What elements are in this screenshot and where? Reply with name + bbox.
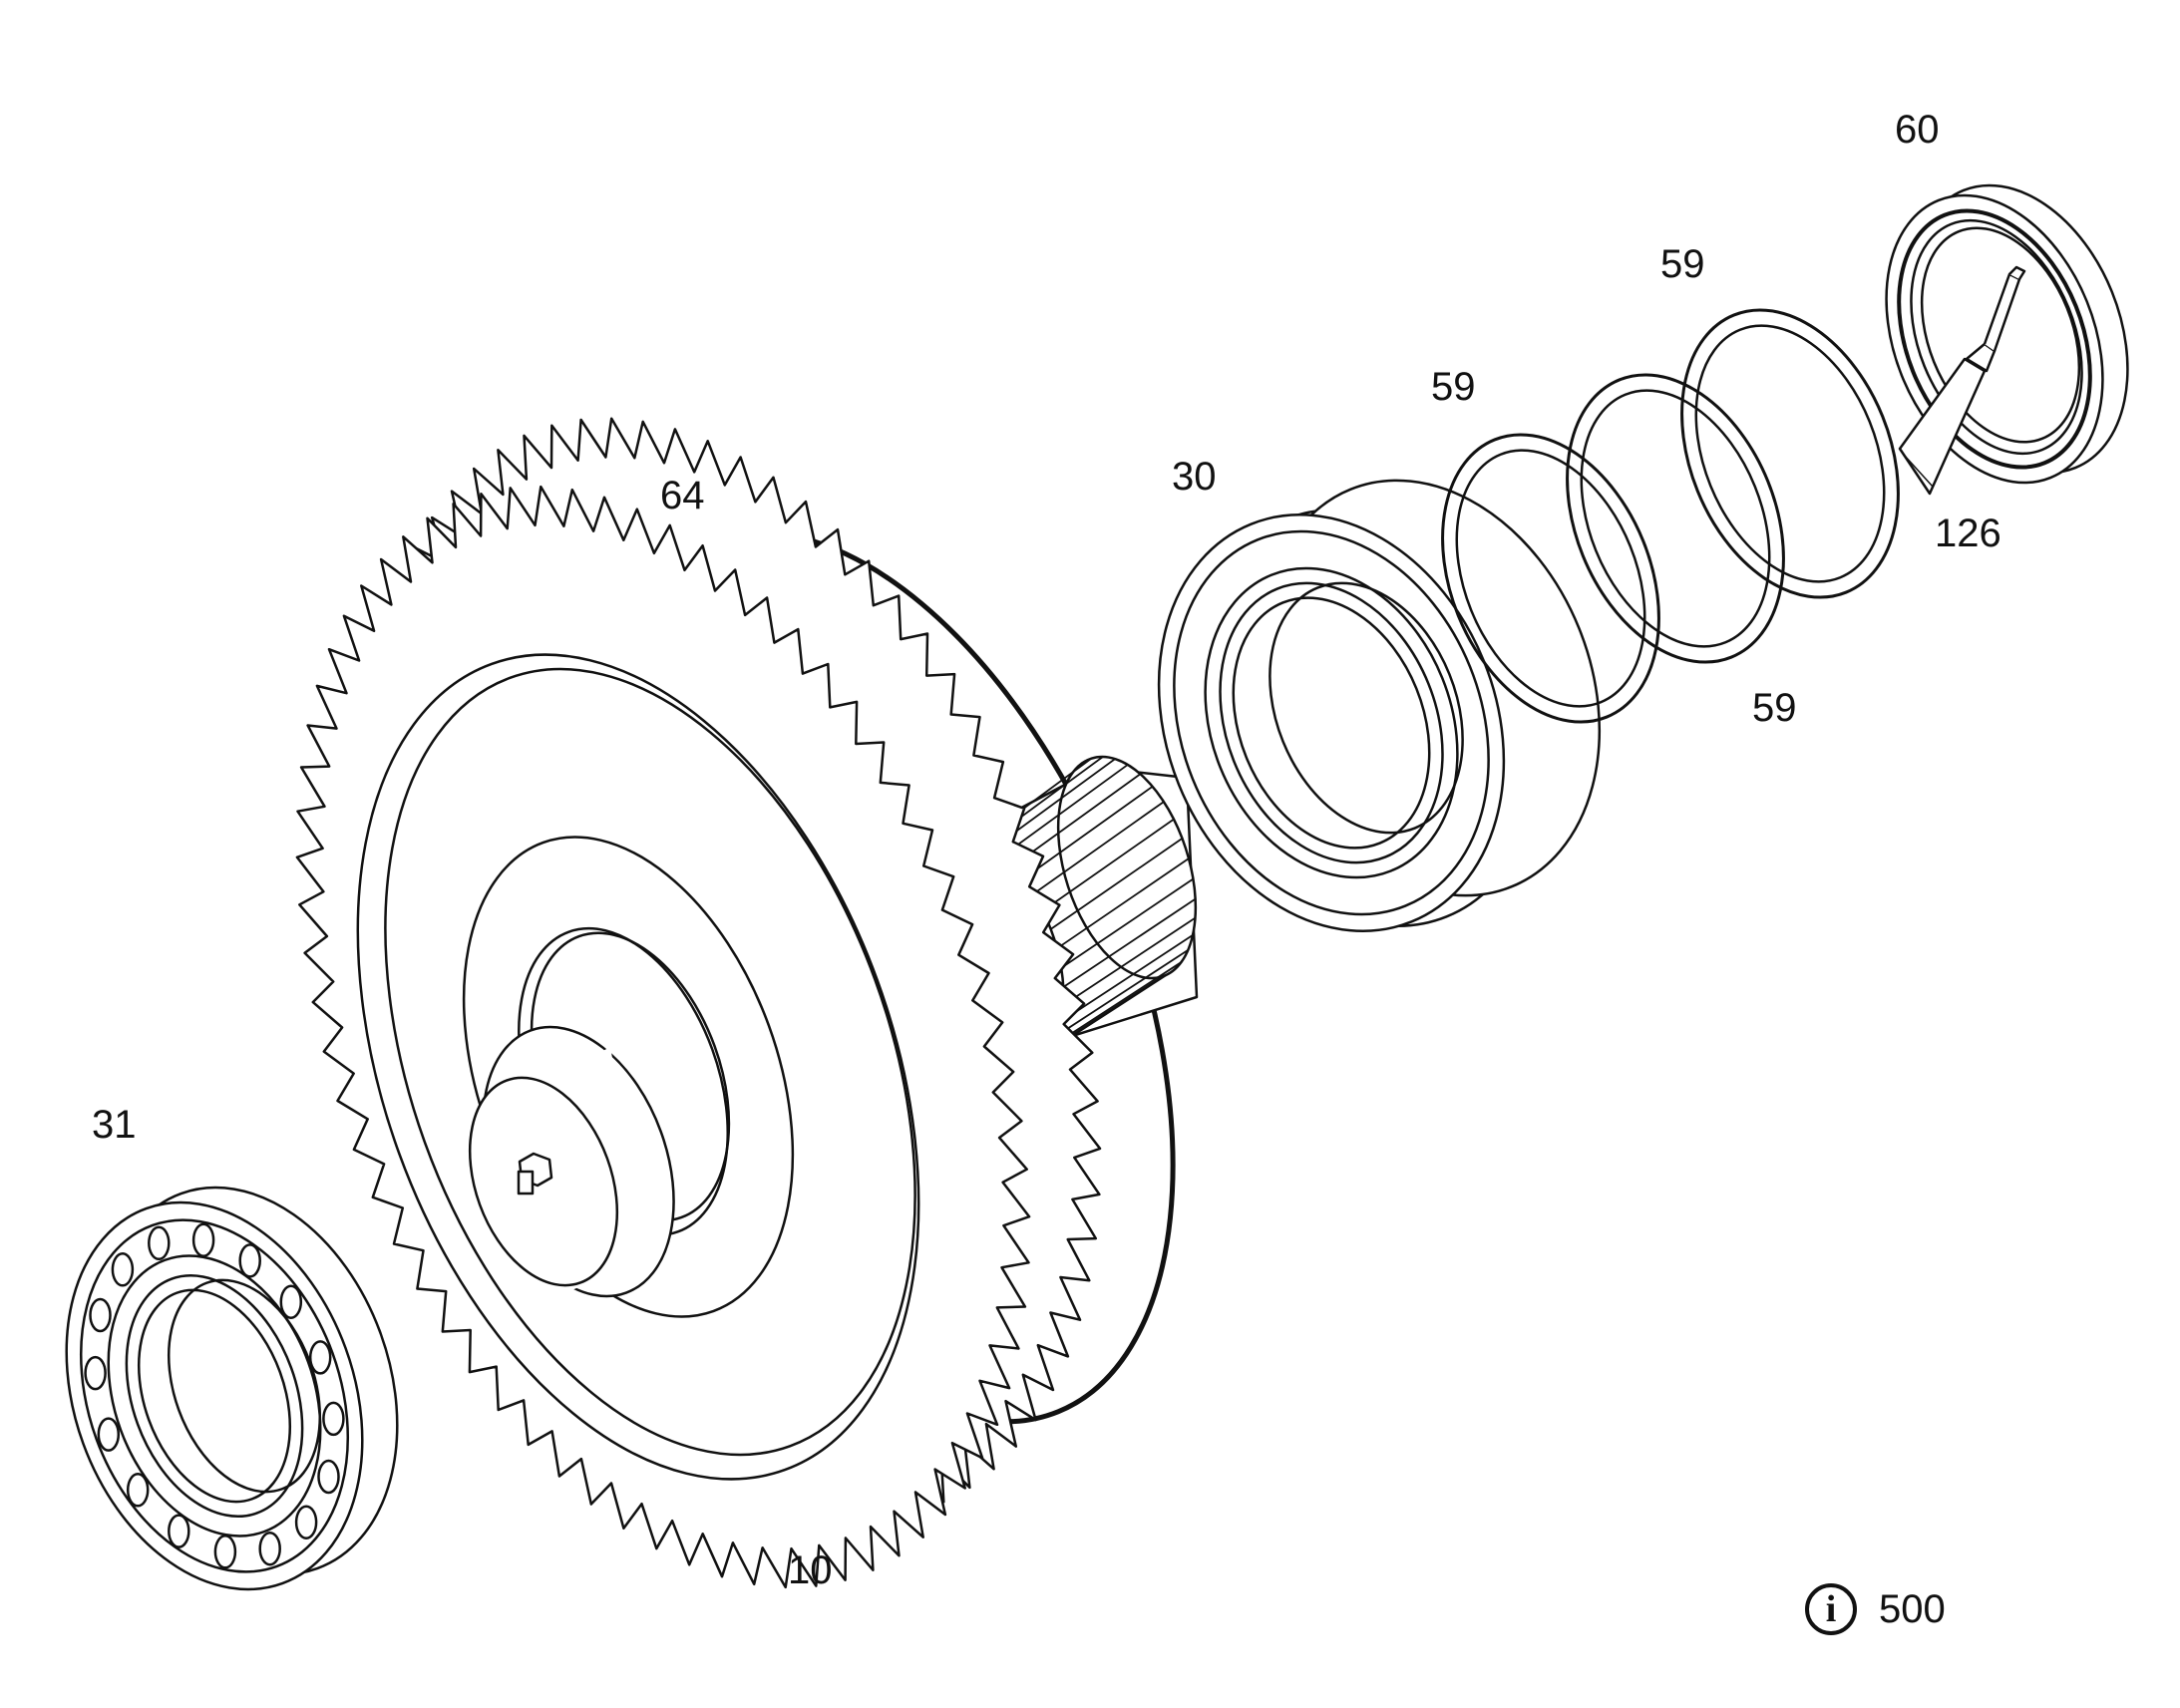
callout-59-top: 59 bbox=[1660, 242, 1705, 286]
bearing-roller bbox=[148, 1225, 171, 1261]
shaft-spline-line bbox=[1062, 897, 1197, 988]
callout-126: 126 bbox=[1935, 512, 2001, 555]
bearing-roller bbox=[317, 1459, 340, 1495]
shaft-spline-line bbox=[997, 764, 1129, 860]
bearing-roller bbox=[97, 1417, 121, 1452]
bearing-roller bbox=[191, 1222, 215, 1257]
sealant-tube-126 bbox=[1898, 265, 2026, 496]
shaft-spline-line bbox=[1055, 949, 1189, 1037]
bearing-roller bbox=[308, 1340, 332, 1375]
bearing-roller bbox=[126, 1473, 150, 1508]
bearing-roller bbox=[89, 1297, 112, 1333]
bearing-roller bbox=[279, 1284, 303, 1319]
callout-31: 31 bbox=[92, 1103, 137, 1147]
bearing-roller bbox=[111, 1252, 135, 1287]
bearing-roller bbox=[322, 1401, 345, 1437]
bearing-roller bbox=[294, 1505, 318, 1539]
bearing-roller bbox=[213, 1535, 237, 1569]
callout-64: 64 bbox=[660, 474, 705, 517]
callout-10: 10 bbox=[788, 1548, 833, 1592]
info-reference: i 500 bbox=[1805, 1583, 1946, 1635]
bearing-roller bbox=[258, 1531, 281, 1566]
callout-60: 60 bbox=[1895, 108, 1940, 152]
info-icon: i bbox=[1805, 1583, 1857, 1635]
shaft-spline-line bbox=[1056, 857, 1190, 949]
info-reference-number: 500 bbox=[1879, 1586, 1946, 1631]
shim-ring-59c bbox=[1680, 308, 1900, 599]
bearing-roller bbox=[84, 1355, 107, 1391]
shaft-spline-line bbox=[1060, 934, 1194, 1023]
roller-bearing-31 bbox=[65, 1186, 399, 1591]
callout-59-left: 59 bbox=[1431, 365, 1476, 409]
shaft-spline-line bbox=[1021, 786, 1154, 880]
shim-ring-59b bbox=[1566, 373, 1785, 664]
callout-59-bottom: 59 bbox=[1752, 686, 1797, 730]
shaft-spline-line bbox=[1062, 916, 1196, 1006]
spur-gear-10 bbox=[295, 417, 1102, 1589]
roller-bearing-30 bbox=[1157, 479, 1602, 932]
shaft-spline-line bbox=[1042, 818, 1175, 912]
shaft-spline-line bbox=[1060, 877, 1194, 969]
shaft-spline-line bbox=[1032, 801, 1165, 895]
callout-30: 30 bbox=[1172, 455, 1217, 499]
shaft-spline-line bbox=[1050, 838, 1183, 930]
shim-ring-59a bbox=[1441, 433, 1660, 724]
bearing-roller bbox=[168, 1514, 190, 1548]
bearing-roller bbox=[238, 1243, 261, 1278]
